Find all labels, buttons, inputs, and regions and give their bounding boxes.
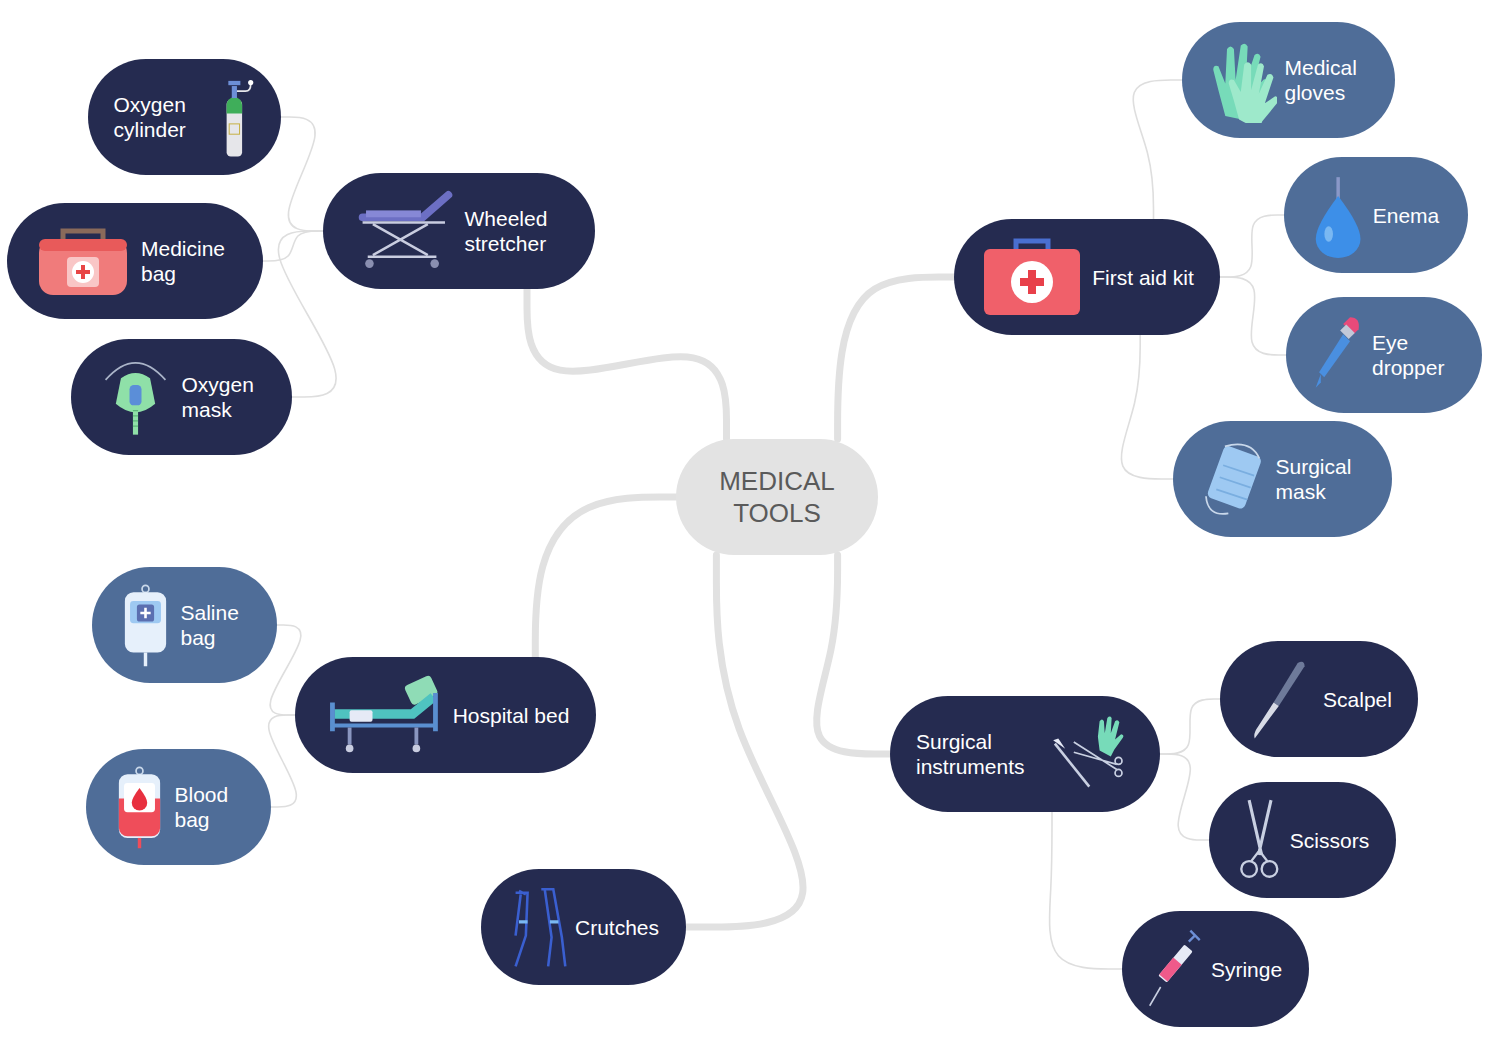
topic-label: Oxygen mask — [182, 372, 266, 422]
instruments-icon — [1048, 711, 1134, 797]
leaf-topic: Blood bag — [86, 749, 271, 865]
mask-icon — [97, 354, 174, 440]
branch-topic: Oxygen mask — [71, 339, 292, 455]
dropper-icon — [1312, 312, 1364, 398]
branch-topic: First aid kit — [954, 219, 1220, 335]
sub-branch — [1160, 699, 1220, 754]
leaf-topic: Eye dropper — [1286, 297, 1482, 413]
sub-branch — [1220, 277, 1286, 355]
topic-label: Saline bag — [181, 600, 251, 650]
branch-topic: Wheeled stretcher — [323, 173, 595, 289]
topic-label: Eye dropper — [1372, 330, 1456, 380]
main-branch — [686, 555, 804, 927]
topic-label: Syringe — [1211, 957, 1282, 982]
sub-branch — [1160, 754, 1209, 840]
central-topic: MEDICAL TOOLS — [676, 439, 878, 555]
branch-topic: Scissors — [1209, 782, 1396, 898]
enema-icon — [1313, 172, 1365, 258]
topic-label: Wheeled stretcher — [465, 206, 565, 256]
scalpel-icon — [1246, 656, 1315, 742]
branch-topic: Medicine bag — [7, 203, 263, 319]
main-branch — [838, 277, 954, 439]
firstaid-icon — [980, 235, 1084, 319]
topic-label: Surgical instruments — [916, 729, 1040, 779]
branch-topic: Oxygen cylinder — [88, 59, 281, 175]
topic-label: Blood bag — [175, 782, 245, 832]
main-branch — [817, 555, 890, 754]
main-branch — [535, 497, 676, 657]
gloves-icon — [1208, 37, 1277, 123]
branch-topic: Hospital bed — [295, 657, 596, 773]
topic-label: Scalpel — [1323, 687, 1392, 712]
surgmask-icon — [1199, 436, 1268, 522]
bed-icon — [321, 672, 445, 758]
scissors-icon — [1235, 797, 1282, 883]
medbag-icon — [33, 221, 133, 301]
sub-branch — [263, 231, 323, 261]
main-branch — [527, 289, 727, 439]
cylinder-icon — [212, 74, 255, 160]
leaf-topic: Enema — [1284, 157, 1468, 273]
topic-label: First aid kit — [1092, 265, 1194, 290]
sub-branch — [1050, 812, 1122, 969]
topic-label: Surgical mask — [1276, 454, 1366, 504]
leaf-topic: Saline bag — [92, 567, 277, 683]
topic-label: Hospital bed — [453, 703, 570, 728]
saline-icon — [118, 582, 173, 668]
branch-topic: Syringe — [1122, 911, 1309, 1027]
stretcher-icon — [354, 188, 457, 274]
branch-topic: Crutches — [481, 869, 686, 985]
blood-icon — [112, 764, 167, 850]
sub-branch — [281, 117, 324, 231]
branch-topic: Surgical instruments — [890, 696, 1160, 812]
sub-branch — [269, 715, 297, 807]
sub-branch — [1133, 80, 1181, 219]
topic-label: Medical gloves — [1285, 55, 1369, 105]
sub-branch — [1121, 335, 1172, 479]
leaf-topic: Surgical mask — [1173, 421, 1392, 537]
syringe-icon — [1148, 926, 1203, 1012]
crutches-icon — [507, 884, 567, 970]
branch-topic: Scalpel — [1220, 641, 1418, 757]
sub-branch — [278, 231, 336, 397]
topic-label: MEDICAL TOOLS — [702, 465, 852, 529]
sub-branch — [1220, 215, 1284, 277]
topic-label: Oxygen cylinder — [114, 92, 204, 142]
topic-label: Enema — [1373, 203, 1440, 228]
topic-label: Scissors — [1290, 828, 1369, 853]
topic-label: Medicine bag — [141, 236, 237, 286]
leaf-topic: Medical gloves — [1182, 22, 1395, 138]
topic-label: Crutches — [575, 915, 659, 940]
